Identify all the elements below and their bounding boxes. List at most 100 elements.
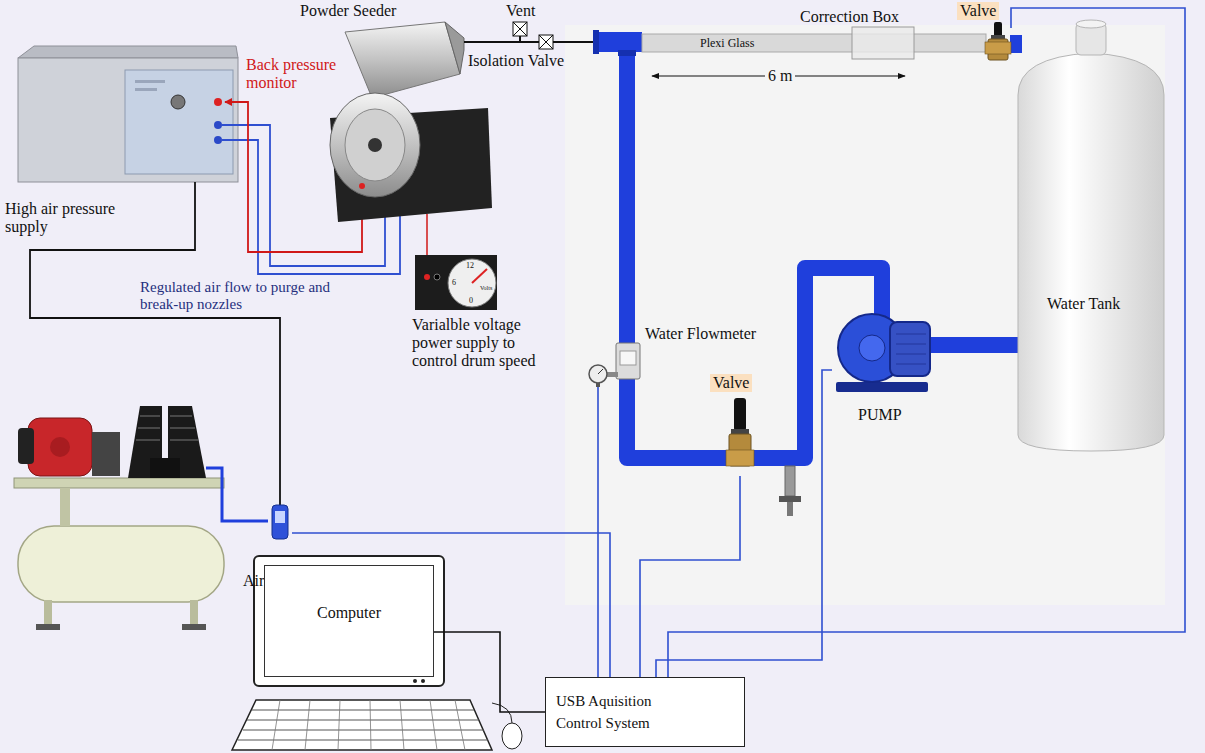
- voltage-supply: [448, 259, 496, 307]
- powder-seeder: [330, 22, 492, 222]
- outlet-line: [539, 35, 553, 49]
- annotation-label: Varialble voltage power supply to contro…: [412, 316, 562, 370]
- compressor: [14, 478, 224, 488]
- computer: [272, 700, 465, 750]
- node-label: Valve: [710, 374, 752, 392]
- node-label: PUMP: [858, 406, 902, 424]
- pump-symbol: [896, 364, 926, 365]
- flowmeter-node: Air Flowmeter: [268, 505, 292, 539]
- valve-symbol: [734, 398, 746, 431]
- valve-symbol: [985, 42, 1011, 54]
- process-box: USB Aquisition Control System: [545, 677, 745, 747]
- voltage-supply: [426, 214, 428, 255]
- outlet-line: [464, 22, 600, 49]
- compressor: [60, 488, 70, 526]
- powder-seeder: [359, 183, 365, 189]
- annotation-label: Isolation Valve: [468, 52, 564, 70]
- flowmeter-symbol: [268, 505, 292, 539]
- flowmeter-symbol: [596, 383, 600, 387]
- node-label: Water Tank: [1047, 295, 1120, 313]
- computer: [502, 723, 522, 749]
- compressor: [136, 416, 198, 440]
- node-label: Computer: [317, 604, 381, 622]
- water-loop: [779, 496, 801, 502]
- computer: [413, 679, 417, 683]
- flowmeter-symbol: [620, 351, 636, 365]
- node-label: Valve: [957, 2, 999, 20]
- pump-symbol: [896, 334, 926, 335]
- computer: [232, 556, 522, 750]
- water-loop: [852, 27, 914, 59]
- valve-symbol: [726, 398, 754, 476]
- compressor: [206, 468, 268, 521]
- compressor: [50, 437, 70, 457]
- flowmeter-node: Water Flowmeter: [580, 343, 642, 387]
- water-loop: [593, 30, 599, 54]
- computer: [421, 679, 425, 683]
- valve-symbol: [994, 22, 1002, 37]
- pump-symbol: [896, 344, 926, 345]
- voltage-supply: [472, 269, 487, 283]
- pump-symbol: [896, 354, 926, 355]
- water-loop: [593, 27, 1022, 516]
- voltage-supply: [424, 274, 430, 280]
- flowmeter-symbol: [580, 343, 642, 387]
- computer: [238, 710, 488, 740]
- tank-node: Water Tank: [1012, 15, 1170, 455]
- annotation-label: 6: [452, 278, 456, 287]
- annotation-label: Back pressure monitor: [246, 56, 356, 92]
- signal-wire: [434, 632, 545, 712]
- powder-seeder: [368, 138, 382, 152]
- signal-wire: [640, 476, 740, 677]
- voltage-supply: [415, 255, 497, 310]
- compressor: [28, 418, 92, 476]
- screen-box: Computer: [264, 565, 434, 677]
- valve-symbol: [726, 450, 754, 466]
- air-supply-box: [171, 95, 185, 109]
- annotation-label: 0: [469, 296, 473, 305]
- node-label: USB Aquisition Control System: [556, 690, 681, 734]
- water-loop: [785, 466, 795, 496]
- valve-symbol: [985, 22, 1011, 62]
- flowmeter-symbol: [589, 365, 607, 383]
- valve-node: Valve: [726, 398, 754, 476]
- air-supply-box: [135, 88, 157, 91]
- compressor: [182, 624, 206, 630]
- voltage-supply: [415, 214, 497, 310]
- compressor: [18, 526, 224, 602]
- annotation-label: Volts: [480, 285, 492, 292]
- pump-node: PUMP: [832, 290, 932, 400]
- powder-seeder: [345, 109, 405, 181]
- compressor: [92, 432, 120, 476]
- flowmeter-symbol: [275, 511, 285, 523]
- air-supply-box: [214, 98, 222, 106]
- compressor: [44, 600, 52, 626]
- outlet-line: [513, 22, 527, 36]
- voltage-supply: [434, 274, 440, 280]
- water-loop: [596, 32, 642, 52]
- flowmeter-symbol: [272, 505, 288, 539]
- annotation-label: High air pressure supply: [5, 200, 155, 236]
- tank-outline: [1018, 53, 1164, 451]
- air-supply-box: [18, 46, 238, 58]
- outlet-line: [519, 36, 521, 42]
- signal-wire: [656, 370, 832, 677]
- signal-wire: [597, 387, 599, 677]
- signal-wire: [668, 8, 1185, 677]
- valve-node: Valve: [985, 22, 1011, 62]
- compressor: [190, 600, 198, 626]
- powder-seeder: [345, 22, 460, 98]
- air-supply-box: [214, 121, 222, 129]
- air-supply-box: [135, 80, 165, 83]
- pump-symbol: [890, 322, 930, 376]
- pump-symbol: [859, 335, 885, 361]
- annotation-label: 6 m: [765, 67, 795, 85]
- flowmeter-symbol: [598, 369, 603, 374]
- air-supply-box: [18, 46, 238, 182]
- computer: [492, 703, 512, 723]
- tank-outline: [1012, 15, 1170, 455]
- powder-seeder: [445, 22, 464, 74]
- pump-symbol: [836, 382, 928, 392]
